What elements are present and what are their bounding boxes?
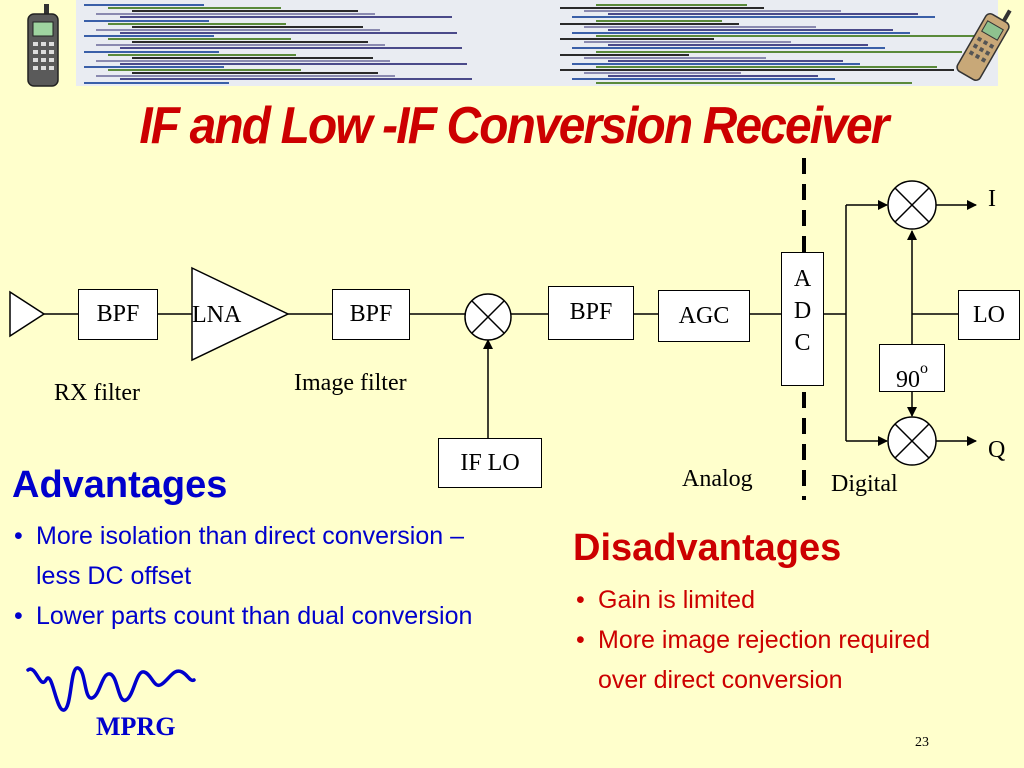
i-output-label: I [988,186,996,212]
code-line [132,41,368,44]
code-line [120,62,467,65]
code-line [132,25,363,28]
advantages-list: More isolation than direct conversion – … [12,516,482,636]
code-line [572,62,860,65]
code-line [572,78,835,81]
code-line [560,7,764,10]
list-item: Lower parts count than dual conversion [12,596,482,636]
code-banner-image [76,0,998,86]
lna-label: LNA [192,302,242,328]
disadvantages-list: Gain is limited More image rejection req… [574,580,954,700]
code-line [584,56,766,59]
code-line [96,44,385,47]
code-line [596,4,747,6]
code-line [560,69,954,72]
q-output-label: Q [988,437,1006,463]
code-line [572,47,885,50]
code-line [108,53,296,56]
slide-title: IF and Low -IF Conversion Receiver [139,97,889,155]
rx-filter-label: RX filter [54,380,140,406]
code-line [108,7,281,10]
code-line [560,38,714,41]
phase-shift-value: 90 [896,367,920,393]
code-line [584,25,816,28]
code-line [608,59,843,62]
mixer-symbol [887,416,937,466]
list-item: More isolation than direct conversion – … [12,516,482,596]
image-filter-label: Image filter [294,370,407,396]
bpf-block: BPF [332,289,410,340]
code-line [132,56,373,59]
mixer-symbol [464,293,512,341]
mprg-logo-text: MPRG [96,712,176,741]
list-item: More image rejection required over direc… [574,620,954,700]
mixer-symbol [887,180,937,230]
code-line [108,69,301,72]
code-line [108,38,291,41]
mprg-logo-wave-icon [26,666,196,712]
code-line [120,31,457,34]
code-line [120,47,462,50]
code-line [572,16,935,19]
code-line [608,44,868,47]
antenna-icon [9,290,46,338]
code-line [596,66,937,68]
code-line [596,50,962,53]
code-line [596,81,912,84]
bpf-block: BPF [78,289,158,340]
code-line [84,35,214,37]
code-line [84,66,224,68]
code-line [584,72,741,75]
code-line [96,13,375,16]
code-line [608,75,818,78]
code-line [572,31,910,34]
degree-superscript: o [920,360,928,377]
code-line [132,72,378,75]
lo-block: LO [958,290,1020,340]
code-line [132,10,358,13]
bpf-block: BPF [548,286,634,340]
code-line [560,22,739,25]
code-line [560,53,689,56]
code-line [84,50,219,53]
code-line [608,28,893,31]
lna-amplifier-symbol [191,266,290,362]
list-item: Gain is limited [574,580,954,620]
code-line [108,22,286,25]
code-line [84,19,209,22]
code-line [84,4,204,6]
code-line [84,81,229,84]
phase-shift-block: 90o [879,344,945,393]
code-line [96,28,380,31]
adc-letter: A [793,266,812,292]
mobile-phone-icon [27,4,59,87]
code-line [96,75,395,78]
code-line [596,35,987,37]
code-line [584,41,791,44]
slide-number: 23 [915,735,929,750]
digital-label: Digital [831,471,898,497]
adc-letter: D [793,298,812,324]
code-line [584,10,841,13]
mobile-phone-icon [956,9,1012,81]
code-line [120,16,452,19]
agc-block: AGC [658,290,750,342]
code-line [608,13,918,16]
code-line [96,59,390,62]
analog-label: Analog [682,466,753,492]
advantages-heading: Advantages [12,464,228,506]
adc-letter: C [794,330,811,356]
adc-block: A D C [781,252,824,386]
disadvantages-heading: Disadvantages [573,527,842,569]
code-line [596,19,722,22]
code-line [120,78,472,81]
if-lo-block: IF LO [438,438,542,488]
